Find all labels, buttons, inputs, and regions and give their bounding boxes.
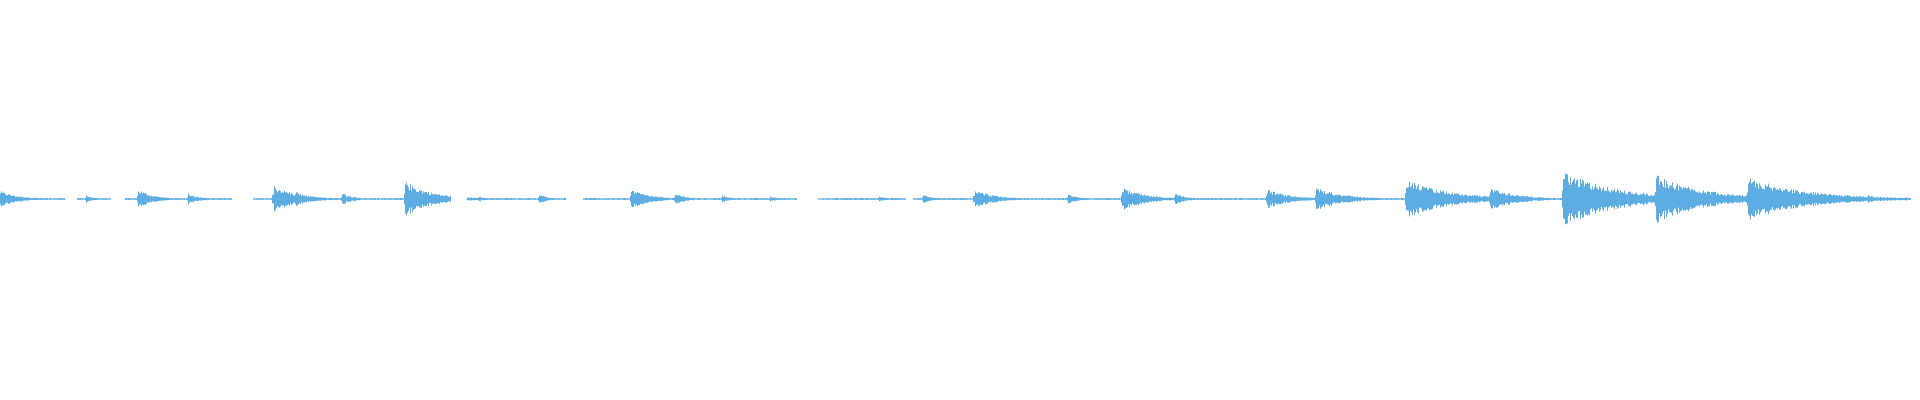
waveform-path <box>0 173 1911 225</box>
